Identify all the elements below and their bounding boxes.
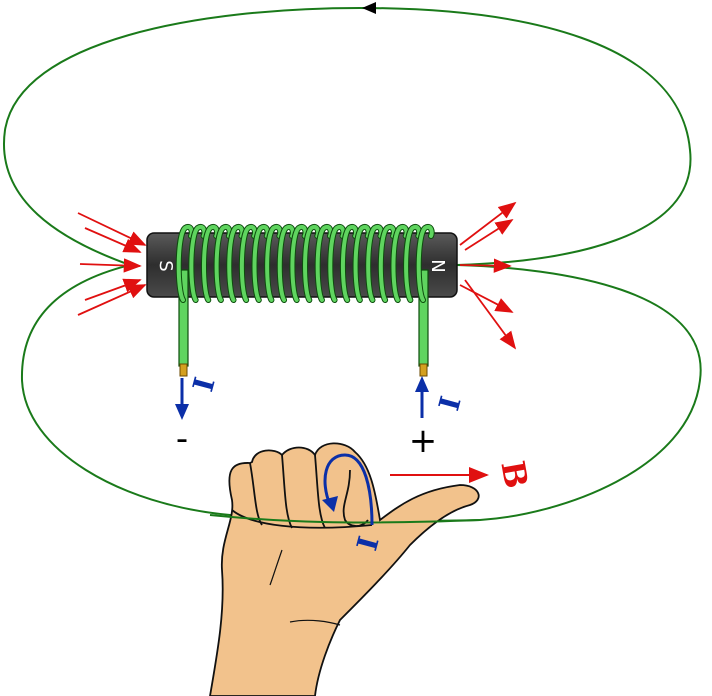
left-lead-wire: [178, 269, 189, 377]
coil-turn: [176, 225, 194, 302]
positive-terminal-label: +: [409, 421, 438, 461]
coil-turn: [416, 225, 434, 302]
solenoid-coil: [175, 224, 435, 303]
current-arrow-up-icon: [415, 376, 429, 418]
coil-turn: [391, 225, 409, 302]
coil-turn: [277, 225, 295, 302]
coil-turn: [189, 225, 207, 302]
north-pole-label: N: [427, 259, 448, 272]
coil-turn: [227, 225, 245, 302]
hand-field-line: [209, 514, 481, 524]
coil-turn: [353, 225, 371, 302]
upper-field-loop: [2, 6, 692, 266]
curl-direction-arrow-icon: [323, 453, 374, 526]
right-lead-wire: [418, 269, 429, 377]
coil-turn: [265, 225, 283, 302]
coil-turn: [290, 225, 308, 302]
coil-turn: [239, 225, 257, 302]
current-arrow-down-icon: [175, 378, 189, 420]
coil-turn: [340, 225, 358, 302]
south-pole-label: S: [155, 260, 176, 271]
current-label-left: I: [186, 374, 221, 395]
right-hand: [209, 442, 480, 696]
coil-turn: [366, 225, 384, 302]
coil-turn: [303, 225, 321, 302]
negative-terminal-label: -: [176, 419, 188, 459]
coil-turn: [201, 225, 220, 302]
coil-turn: [315, 225, 333, 302]
field-arrows: [77, 201, 517, 350]
field-direction-arrow-icon: [362, 2, 376, 14]
coil-turn: [252, 225, 270, 302]
coil-turn: [378, 225, 396, 302]
magnetic-field-label: B: [493, 458, 535, 491]
coil-turn: [328, 225, 346, 302]
curl-arrowhead-icon: [322, 496, 338, 512]
coil-turn: [214, 225, 232, 302]
coil-turn: [404, 225, 422, 302]
current-label-right: I: [432, 393, 467, 414]
